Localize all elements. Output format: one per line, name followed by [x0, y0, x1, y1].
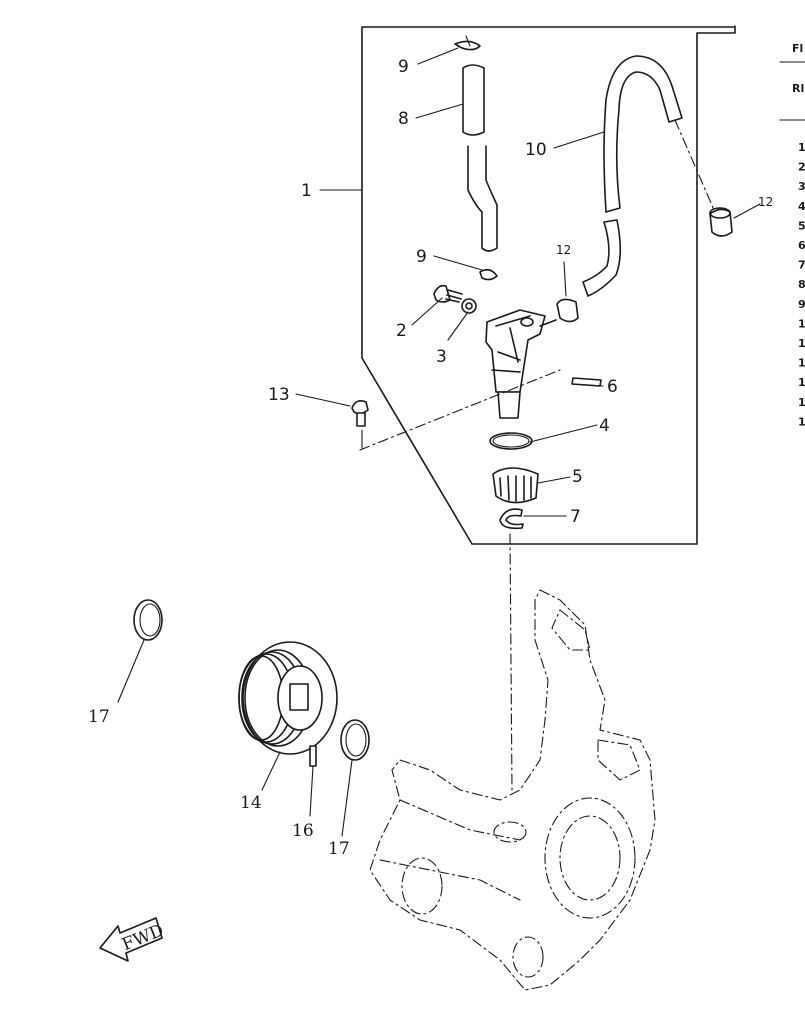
pin-16	[309, 745, 317, 767]
callout-12-right: 12	[758, 195, 773, 209]
callout-17-left: 17	[88, 707, 110, 727]
hose-sleeve-right	[709, 207, 733, 237]
table-row-label: 1	[798, 141, 805, 154]
table-header-1: Fl	[792, 42, 803, 55]
callout-4: 4	[599, 416, 610, 436]
table-row-label: 1	[798, 396, 805, 409]
callout-14: 14	[240, 793, 262, 813]
table-row-label: 1	[798, 376, 805, 389]
callout-numbers: 1 2 3 4 5 6 7 8 9 9 10 12 12 13 14 16 17…	[88, 57, 773, 859]
circlip-7	[499, 508, 524, 530]
table-rows: 1 2 3 4 5 6 7 8 9 1 1 1 1 1 1	[798, 141, 805, 428]
table-row-label: 1	[798, 337, 805, 350]
washer-3	[461, 298, 477, 314]
parts-table-fragment: Fl Rl 1 2 3 4 5 6 7 8 9 1 1 1 1 1 1	[779, 42, 805, 428]
callout-3: 3	[436, 347, 447, 367]
hose-sleeve-mid	[556, 298, 579, 323]
table-row-label: 5	[798, 219, 805, 232]
screw-2	[433, 284, 463, 303]
callout-1: 1	[301, 181, 312, 201]
callout-10: 10	[525, 140, 547, 160]
callout-17-lower: 17	[328, 839, 350, 859]
fwd-arrow-icon: FWD	[99, 917, 167, 962]
table-row-label: 3	[798, 180, 805, 193]
table-row-label: 4	[798, 200, 805, 213]
circlip-17-upper	[133, 599, 163, 641]
hose-long	[582, 55, 683, 297]
callout-13: 13	[268, 385, 290, 405]
callout-8: 8	[398, 109, 409, 129]
gear-5	[492, 467, 539, 504]
table-row-label: 9	[798, 298, 805, 311]
table-row-label: 8	[798, 278, 805, 291]
crankcase-housing	[369, 589, 656, 991]
hose-clip-top	[454, 35, 481, 51]
table-row-label: 1	[798, 415, 805, 428]
hose-clip-lower	[479, 268, 498, 281]
circlip-17-lower	[340, 719, 370, 761]
callout-6: 6	[607, 377, 618, 397]
assembly-outline	[361, 25, 736, 545]
callout-7: 7	[570, 507, 581, 527]
callout-16: 16	[292, 821, 314, 841]
callout-9-top: 9	[398, 57, 409, 77]
table-row-label: 2	[798, 161, 805, 174]
hose-short	[462, 64, 498, 252]
assembly-centerlines	[359, 119, 715, 791]
table-row-label: 6	[798, 239, 805, 252]
table-row-label: 1	[798, 317, 805, 330]
table-header-2: Rl	[792, 82, 804, 95]
callout-9-lower: 9	[416, 247, 427, 267]
o-ring-4	[489, 432, 533, 450]
pulley-14	[238, 641, 338, 755]
callout-2: 2	[396, 321, 407, 341]
bolt-13	[351, 400, 369, 427]
oil-pump-body	[485, 309, 557, 419]
table-row-label: 1	[798, 357, 805, 370]
callout-5: 5	[572, 467, 583, 487]
callout-12-mid: 12	[556, 243, 571, 257]
table-row-label: 7	[798, 259, 805, 272]
callout-leaders	[117, 47, 761, 837]
